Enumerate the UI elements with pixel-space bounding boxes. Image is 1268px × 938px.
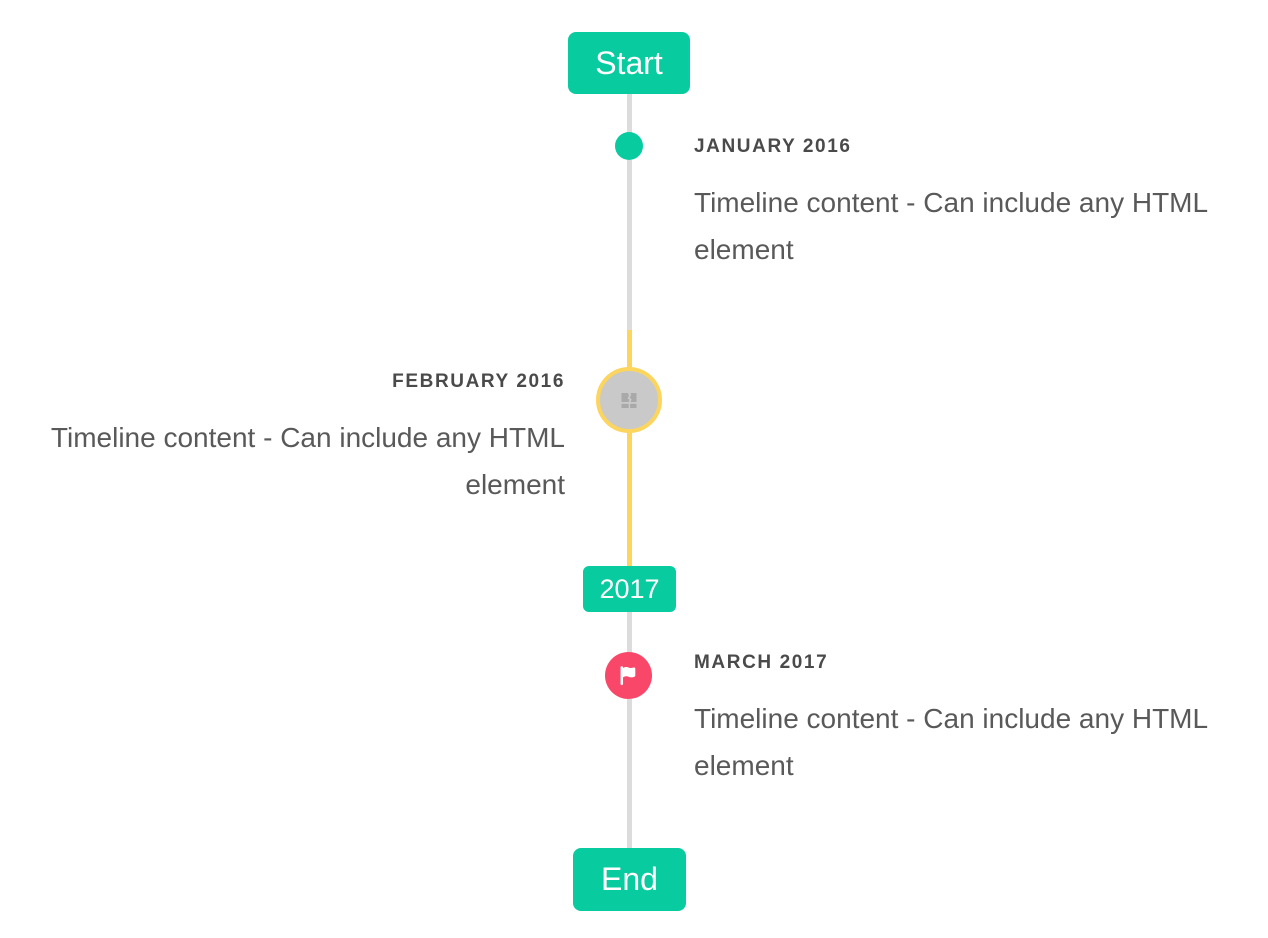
timeline-entry-january: JANUARY 2016 Timeline content - Can incl…: [694, 136, 1229, 273]
entry-date-title: FEBRUARY 2016: [392, 371, 565, 392]
broken-image-icon: [620, 392, 638, 409]
entry-content: Timeline content - Can include any HTML …: [694, 187, 1208, 265]
entry-date-title: MARCH 2017: [694, 652, 829, 673]
year-divider-badge: 2017: [583, 566, 676, 612]
entry-content: Timeline content - Can include any HTML …: [694, 703, 1208, 781]
timeline-entry-february: FEBRUARY 2016 Timeline content - Can inc…: [30, 371, 565, 508]
timeline-line-segment-highlighted: [627, 330, 632, 370]
timeline-line-segment: [627, 699, 632, 849]
entry-date-title: JANUARY 2016: [694, 136, 852, 157]
end-badge-label: End: [601, 861, 658, 897]
timeline-line-segment: [627, 611, 632, 653]
start-badge: Start: [568, 32, 690, 94]
timeline-entry-march: MARCH 2017 Timeline content - Can includ…: [694, 652, 1229, 789]
timeline-flag-marker-march[interactable]: [605, 652, 652, 699]
timeline-line-segment: [627, 94, 632, 133]
year-divider-label: 2017: [599, 573, 660, 604]
end-badge: End: [573, 848, 686, 911]
entry-content: Timeline content - Can include any HTML …: [50, 422, 565, 500]
flag-icon: [617, 664, 640, 687]
timeline-image-marker-february[interactable]: [596, 367, 662, 433]
timeline-line-segment-highlighted: [627, 432, 632, 567]
timeline-line-segment: [627, 160, 632, 330]
start-badge-label: Start: [595, 44, 663, 81]
timeline-dot-marker-january[interactable]: [615, 132, 643, 160]
